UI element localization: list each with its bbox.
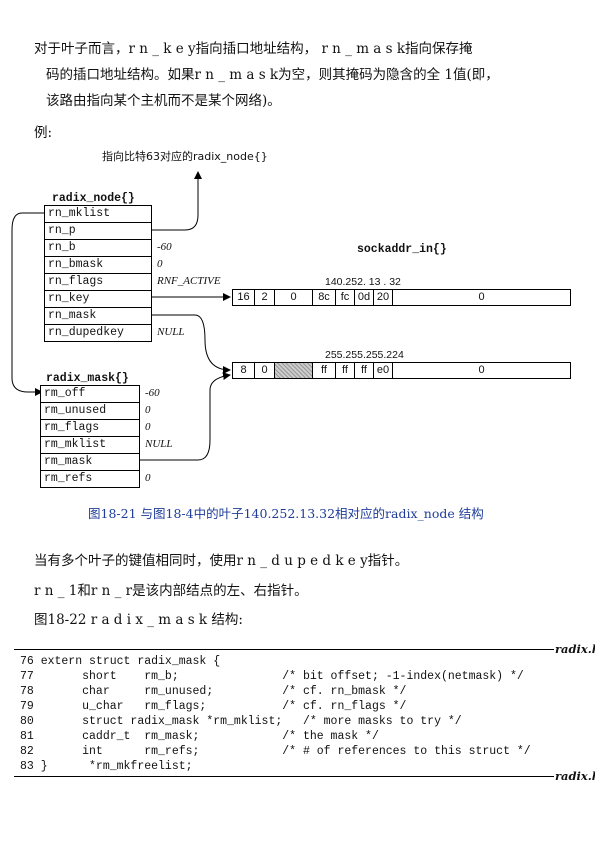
code-line-3: 79 u_char rm_flags; /* cf. rn_flags */ (20, 700, 407, 713)
sock-row-byte-0: 16 (232, 289, 255, 306)
code-top-rule (14, 649, 554, 650)
example-label: 例: (34, 125, 53, 141)
code-line-7: 83 } *rm_mkfreelist; (20, 760, 193, 773)
radix-mask-title: radix_mask{} (46, 372, 129, 385)
sock-row-byte-1: 2 (254, 289, 275, 306)
mask-addr-label: 255.255.255.224 (325, 349, 404, 361)
sockaddr-title: sockaddr_in{} (357, 243, 447, 256)
rm-value-3: NULL (145, 438, 173, 450)
sock-row-byte-3: 8c (312, 289, 336, 306)
rn-value-4: RNF_ACTIVE (157, 275, 221, 287)
sock-row-byte-4: fc (335, 289, 355, 306)
intro-line-1: 对于叶子而言，r n _ k e y指向插口地址结构， r n _ m a s … (34, 41, 473, 57)
intro-line-3: 该路由指向某个主机而不是某个网络)。 (46, 93, 281, 109)
rn-field-6: rn_mask (44, 307, 152, 325)
rn-mklist-arrow (11, 212, 44, 396)
rm-value-2: 0 (145, 421, 151, 433)
code-line-4: 80 struct radix_mask *rm_mklist; /* more… (20, 715, 462, 728)
mask-row-byte-6: e0 (373, 362, 393, 379)
rm-field-3: rm_mklist (40, 436, 140, 454)
after-line-2: r n _ 1和r n _ r是该内部结点的左、右指针。 (34, 583, 308, 599)
rm-value-0: -60 (145, 387, 160, 399)
code-line-6: 82 int rm_refs; /* # of references to th… (20, 745, 531, 758)
rn-value-7: NULL (157, 326, 185, 338)
rn-p-arrow (150, 171, 202, 231)
rm-value-5: 0 (145, 472, 151, 484)
code-file-bottom: radix.h (555, 769, 595, 783)
mask-row-byte-4: ff (335, 362, 355, 379)
rm-field-0: rm_off (40, 385, 140, 403)
mask-row-byte-7: 0 (392, 362, 571, 379)
code-line-2: 78 char rm_unused; /* cf. rn_bmask */ (20, 685, 407, 698)
rn-field-7: rn_dupedkey (44, 324, 152, 342)
rm-field-4: rm_mask (40, 453, 140, 471)
rn-field-5: rn_key (44, 290, 152, 308)
sock-row-byte-7: 0 (392, 289, 571, 306)
figure-caption: 图18-21 与图18-4中的叶子140.252.13.32相对应的radix_… (88, 506, 484, 521)
figure-18-21: 指向比特63对应的radix_node{} radix_node{} rn_mk… (11, 150, 571, 521)
code-file-top: radix.h (555, 642, 595, 656)
sock-row-byte-5: 0d (354, 289, 374, 306)
after-line-3: 图18-22 r a d i x _ m a s k 结构: (34, 612, 243, 628)
radix-node-title: radix_node{} (52, 192, 135, 205)
code-line-0: 76 extern struct radix_mask { (20, 655, 221, 668)
rn-field-3: rn_bmask (44, 256, 152, 274)
code-bottom-rule (14, 776, 554, 777)
mask-row-byte-1: 0 (254, 362, 275, 379)
mask-row-byte-5: ff (354, 362, 374, 379)
figure-arrows (11, 171, 231, 461)
rn-field-4: rn_flags (44, 273, 152, 291)
rm-field-5: rm_refs (40, 470, 140, 488)
code-line-1: 77 short rm_b; /* bit offset; -1-index(n… (20, 670, 524, 683)
rn-value-2: -60 (157, 241, 172, 253)
sock-row-byte-2: 0 (274, 289, 313, 306)
sock-row-byte-6: 20 (373, 289, 393, 306)
rn-value-3: 0 (157, 258, 163, 270)
after-line-1: 当有多个叶子的键值相同时，使用r n _ d u p e d k e y指针。 (34, 553, 409, 569)
rn-mask-arrow (150, 314, 231, 374)
rm-value-1: 0 (145, 404, 151, 416)
rm-mask-arrow (140, 372, 231, 461)
rn-field-0: rn_mklist (44, 205, 152, 223)
mask-row-byte-3: ff (312, 362, 336, 379)
mask-row-byte-0: 8 (232, 362, 255, 379)
rn-field-2: rn_b (44, 239, 152, 257)
code-line-5: 81 caddr_t rm_mask; /* the mask */ (20, 730, 379, 743)
intro-line-2: 码的插口地址结构。如果r n _ m a s k为空，则其掩码为隐含的全 1值(… (46, 67, 499, 83)
top-note: 指向比特63对应的radix_node{} (102, 150, 268, 163)
rn-field-1: rn_p (44, 222, 152, 240)
rm-field-2: rm_flags (40, 419, 140, 437)
rm-field-1: rm_unused (40, 402, 140, 420)
sockaddr-addr-label: 140.252. 13 . 32 (325, 276, 401, 288)
mask-row-byte-2 (274, 362, 313, 379)
